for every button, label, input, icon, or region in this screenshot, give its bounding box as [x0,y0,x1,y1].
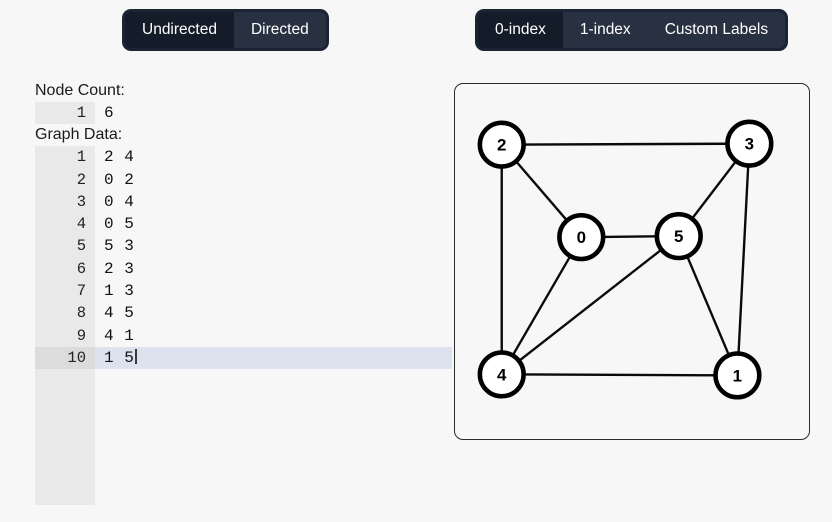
line-text[interactable]: 4 1 [104,326,135,345]
node-label: 4 [497,365,507,384]
code-line[interactable]: 4 0 5 [35,213,452,236]
graph-edge [511,255,572,357]
graph-data-label: Graph Data: [35,126,123,144]
line-text[interactable]: 0 4 [104,192,135,211]
code-line[interactable]: 8 4 5 [35,302,452,325]
graph-mode-toggle[interactable]: Undirected Directed [122,9,329,51]
line-number: 4 [35,213,95,236]
line-text[interactable]: 1 3 [104,282,135,301]
line-number: 5 [35,235,95,258]
line-number: 8 [35,302,95,325]
node-label: 2 [497,136,506,155]
code-line[interactable]: 7 1 3 [35,280,452,303]
line-number: 9 [35,324,95,347]
node-index-toggle[interactable]: 0-index 1-index Custom Labels [475,9,789,51]
code-line[interactable]: 5 5 3 [35,235,452,258]
graph-node[interactable]: 5 [654,211,703,261]
node-circle[interactable] [713,351,762,400]
graph-svg: 0 1 2 3 4 5 [477,119,774,400]
line-number: 10 [35,346,95,370]
line-text[interactable]: 2 3 [104,259,135,278]
code-line[interactable]: 6 2 3 [35,257,452,281]
mode-option-directed[interactable]: Directed [233,12,326,48]
node-label: 3 [745,135,754,154]
graph-node[interactable]: 2 [477,120,526,169]
code-line[interactable]: 3 0 4 [35,190,452,214]
graph-visualization-canvas[interactable]: 0 1 2 3 4 5 [454,83,810,440]
line-number: 6 [35,257,95,281]
graph-edge [686,255,731,356]
node-circle[interactable] [477,350,526,399]
index-option-custom-labels[interactable]: Custom Labels [647,12,786,48]
node-circle[interactable] [477,120,526,169]
line-text[interactable]: 5 3 [104,237,135,256]
node-label: 5 [674,227,683,246]
graph-edge [523,142,728,146]
code-line[interactable]: 1 2 4 [35,146,452,169]
graph-node[interactable]: 4 [477,350,526,399]
graph-edge [603,235,657,239]
node-label: 0 [577,228,586,247]
line-text[interactable]: 0 2 [104,170,135,189]
graph-edge [518,248,663,362]
graph-edge [691,160,738,220]
text-caret [135,348,137,364]
editor-gutter-filler [35,369,95,505]
code-line[interactable]: 9 4 1 [35,324,452,347]
line-text[interactable]: 1 5 [95,346,452,370]
line-number: 1 [35,102,95,125]
line-number: 3 [35,190,95,214]
line-number: 7 [35,280,95,303]
line-number: 1 [35,146,95,169]
edges-layer [500,142,750,377]
line-text[interactable]: 4 5 [104,304,135,323]
line-number: 2 [35,168,95,191]
index-option-0-index[interactable]: 0-index [478,12,563,48]
node-circle[interactable] [654,211,703,261]
node-circle[interactable] [725,119,774,168]
line-text[interactable]: 2 4 [104,148,135,167]
line-text[interactable]: 0 5 [104,215,135,234]
line-text[interactable]: 6 [104,104,115,122]
nodes-layer: 0 1 2 3 4 5 [477,119,774,400]
node-count-label: Node Count: [35,82,125,99]
node-label: 1 [733,366,742,385]
mode-option-undirected[interactable]: Undirected [125,12,234,48]
graph-edge [523,373,716,377]
graph-edge [737,165,750,354]
code-line[interactable]: 2 0 2 [35,168,452,191]
node-circle[interactable] [557,212,606,262]
graph-node[interactable]: 3 [725,119,774,168]
graph-node[interactable]: 0 [557,212,606,262]
graph-node[interactable]: 1 [713,351,762,400]
index-option-1-index[interactable]: 1-index [562,12,648,48]
graph-edge [515,160,568,222]
